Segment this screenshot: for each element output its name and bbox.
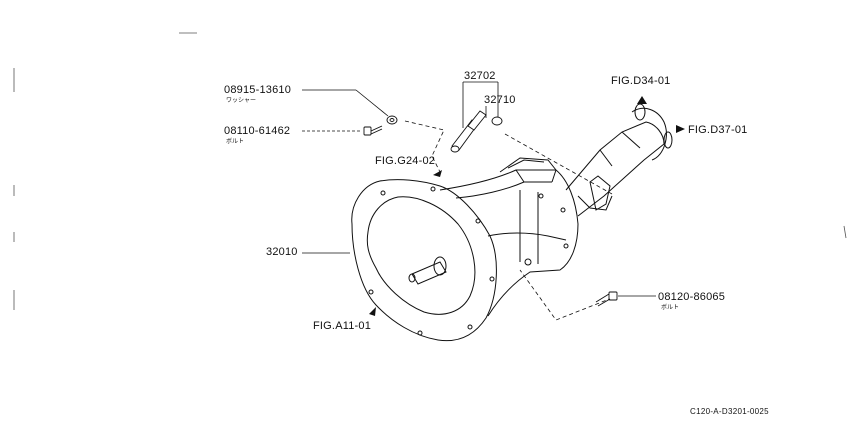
drawing-code: C120-A-D3201-0025 bbox=[690, 407, 769, 416]
ref-fig-d34[interactable]: FIG.D34-01 bbox=[611, 75, 671, 87]
washer bbox=[386, 115, 398, 125]
bolt-lower-part-name: ボルト bbox=[661, 304, 680, 311]
reference-arrows bbox=[369, 96, 685, 316]
arrow-g24 bbox=[433, 170, 442, 177]
bolt-upper-part-name: ボルト bbox=[226, 138, 245, 145]
ref-fig-g24[interactable]: FIG.G24-02 bbox=[375, 155, 436, 167]
washer-part-name: ワッシャー bbox=[226, 97, 257, 104]
arrow-d37 bbox=[676, 125, 685, 133]
speed-sensor bbox=[450, 110, 503, 153]
transmission-case bbox=[351, 103, 673, 342]
arrow-d34 bbox=[637, 96, 647, 104]
ref-fig-a11[interactable]: FIG.A11-01 bbox=[313, 320, 372, 332]
sensor-assy-number: 32702 bbox=[464, 70, 496, 82]
arrow-a11 bbox=[369, 307, 376, 316]
sensor-oring-number: 32710 bbox=[484, 94, 516, 106]
bolt-upper-part-number: 08110-61462 bbox=[224, 125, 291, 137]
bolt-lower-part-number: 08120-86065 bbox=[658, 291, 726, 303]
leader-lines bbox=[302, 81, 656, 321]
bolt-upper bbox=[363, 125, 383, 136]
scan-marks bbox=[13, 32, 847, 310]
case-part-number: 32010 bbox=[266, 246, 298, 258]
washer-part-number: 08915-13610 bbox=[224, 84, 292, 96]
ref-fig-d37[interactable]: FIG.D37-01 bbox=[688, 124, 748, 136]
bolt-lower bbox=[595, 291, 618, 307]
